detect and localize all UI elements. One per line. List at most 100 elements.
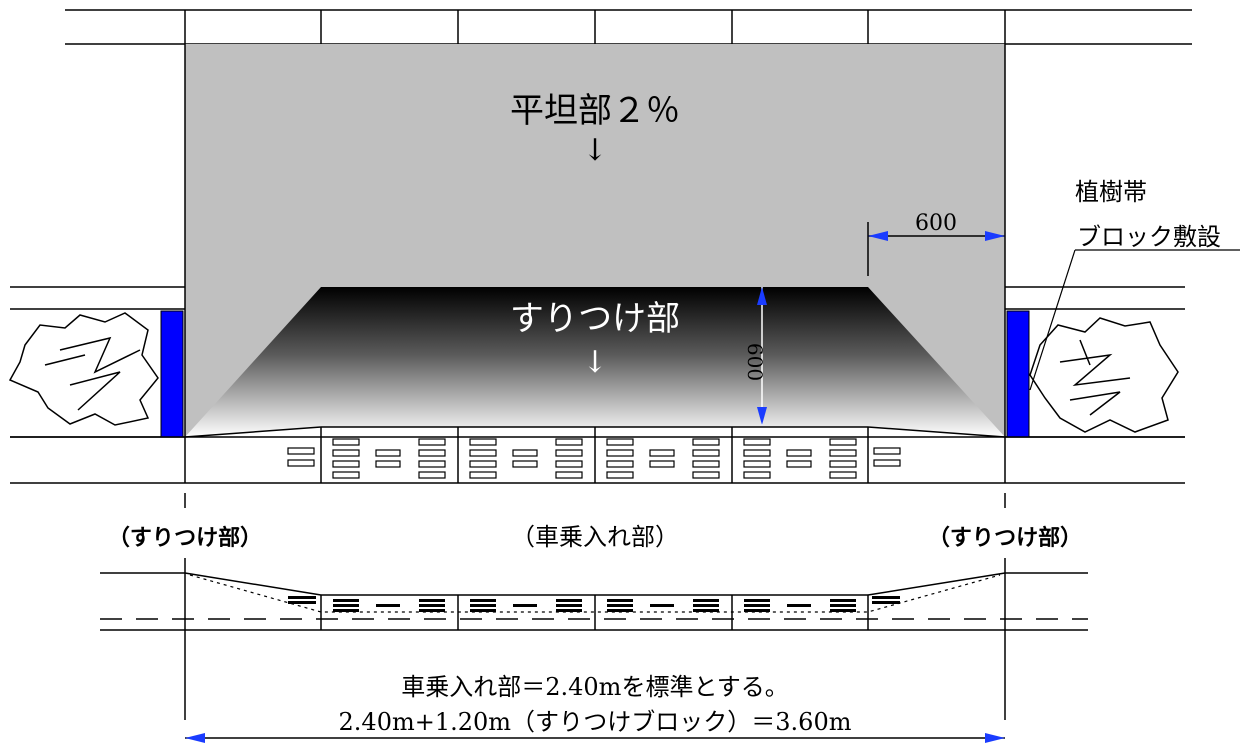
slot-mark xyxy=(556,604,582,607)
slot-mark xyxy=(830,609,856,612)
leader-line xyxy=(1029,249,1076,391)
drainage-slots-plan xyxy=(287,438,901,479)
slot-mark xyxy=(743,449,771,457)
slot-mark xyxy=(469,460,497,468)
right-curb-block xyxy=(1006,310,1030,438)
transition-arrow: ↓ xyxy=(582,345,607,380)
left-planting-strip xyxy=(8,286,185,438)
slot-mark xyxy=(512,449,538,457)
dim-top-label: 600 xyxy=(915,211,957,236)
slot-mark xyxy=(607,599,633,602)
top-block-grid xyxy=(65,9,1192,45)
slot-mark xyxy=(469,449,497,457)
slot-mark xyxy=(743,460,771,468)
plan-view: 600 600 平坦部２％ ↓ すりつけ部 ↓ 植樹帯 ブロック敷設 xyxy=(8,9,1240,484)
slot-mark xyxy=(376,604,400,607)
slot-mark xyxy=(649,460,675,468)
slot-mark xyxy=(513,604,537,607)
dim-total xyxy=(185,733,1005,743)
slot-mark xyxy=(692,471,720,479)
slot-mark xyxy=(470,609,496,612)
shrub-icon xyxy=(8,312,159,426)
planting-strip-label: 植樹帯 xyxy=(1075,178,1147,206)
slot-mark xyxy=(419,609,445,612)
slot-mark xyxy=(744,604,770,607)
dim-vertical: 600 xyxy=(743,287,767,425)
section-view xyxy=(100,572,1088,631)
slot-mark xyxy=(469,471,497,479)
slot-mark xyxy=(606,460,634,468)
slot-mark xyxy=(332,449,360,457)
slot-mark xyxy=(555,438,583,446)
slot-mark xyxy=(744,599,770,602)
slot-mark xyxy=(556,609,582,612)
slot-mark xyxy=(830,599,856,602)
slot-mark xyxy=(829,460,857,468)
slot-mark xyxy=(418,460,446,468)
block-paving-label: ブロック敷設 xyxy=(1077,223,1221,251)
slot-mark xyxy=(607,604,633,607)
slot-mark xyxy=(333,609,359,612)
slot-mark xyxy=(375,460,401,468)
slot-mark xyxy=(829,438,857,446)
slot-mark xyxy=(829,449,857,457)
slot-mark xyxy=(419,604,445,607)
slot-mark xyxy=(418,449,446,457)
slot-mark xyxy=(469,438,497,446)
slot-mark xyxy=(512,460,538,468)
slot-mark xyxy=(786,449,812,457)
slot-mark xyxy=(830,604,856,607)
slot-mark xyxy=(555,449,583,457)
flat-section-label: 平坦部２％ xyxy=(510,91,680,131)
slot-mark xyxy=(692,449,720,457)
left-curb-block xyxy=(160,310,184,438)
note-total: 2.40m+1.20m（すりつけブロック）＝3.60m xyxy=(339,708,852,736)
slot-mark xyxy=(470,599,496,602)
slot-mark xyxy=(288,601,316,604)
dim-top-horizontal: 600 xyxy=(867,211,1005,276)
note-standard: 車乗入れ部＝2.40mを標準とする。 xyxy=(401,673,788,701)
slot-mark xyxy=(787,604,811,607)
slot-mark xyxy=(692,460,720,468)
slot-mark xyxy=(555,460,583,468)
slot-mark xyxy=(693,609,719,612)
slot-mark xyxy=(873,447,901,455)
slot-mark xyxy=(288,596,316,599)
right-transition-label: （すりつけ部） xyxy=(928,525,1082,551)
slot-mark xyxy=(419,599,445,602)
slot-mark xyxy=(375,449,401,457)
slot-mark xyxy=(418,471,446,479)
vehicle-entry-label: （車乗入れ部） xyxy=(511,523,679,551)
slot-mark xyxy=(786,460,812,468)
slot-mark xyxy=(333,604,359,607)
transition-ramp-area xyxy=(185,287,1005,437)
slot-mark xyxy=(692,438,720,446)
left-transition-label: （すりつけ部） xyxy=(108,525,262,551)
slot-mark xyxy=(607,609,633,612)
slot-mark xyxy=(744,609,770,612)
slot-mark xyxy=(333,599,359,602)
slot-mark xyxy=(743,471,771,479)
slot-mark xyxy=(829,471,857,479)
shrub-icon xyxy=(1029,317,1179,433)
slot-mark xyxy=(556,599,582,602)
slot-mark xyxy=(873,459,901,467)
slot-mark xyxy=(287,447,315,455)
right-planting-strip xyxy=(1005,286,1185,438)
transition-section-label: すりつけ部 xyxy=(510,299,680,339)
drainage-slots-section xyxy=(288,596,900,612)
slot-mark xyxy=(555,471,583,479)
slot-mark xyxy=(606,438,634,446)
slot-mark xyxy=(418,438,446,446)
slot-mark xyxy=(332,471,360,479)
slot-mark xyxy=(470,604,496,607)
slot-mark xyxy=(693,604,719,607)
slot-mark xyxy=(606,471,634,479)
slot-mark xyxy=(332,460,360,468)
flat-arrow: ↓ xyxy=(582,133,607,168)
slot-mark xyxy=(606,449,634,457)
slot-mark xyxy=(872,601,900,604)
slot-mark xyxy=(332,438,360,446)
slot-mark xyxy=(872,596,900,599)
